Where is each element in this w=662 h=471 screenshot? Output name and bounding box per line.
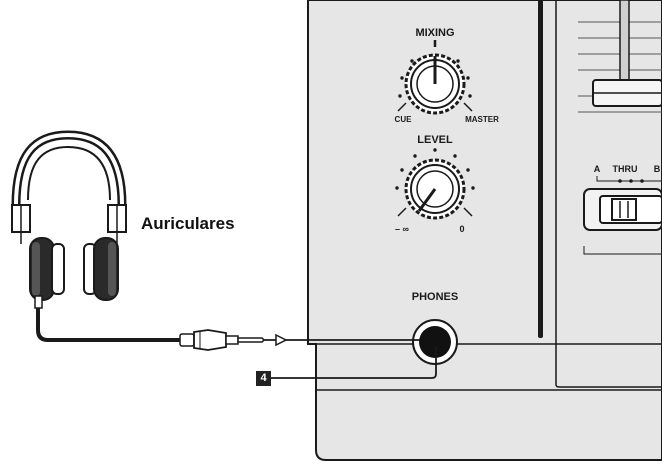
mixing-label: MIXING — [415, 27, 454, 39]
callout-badge: 4 — [256, 371, 271, 386]
mixing-knob[interactable]: MIXING CUE MASTER — [395, 27, 500, 124]
switch-label-a: A — [594, 164, 601, 174]
switch-label-b: B — [654, 164, 661, 174]
mixing-master-label: MASTER — [465, 115, 499, 124]
mixing-cue-label: CUE — [395, 115, 413, 124]
channel-fader — [578, 0, 662, 113]
phones-jack[interactable]: PHONES — [412, 291, 458, 365]
mixer-panel — [307, 0, 662, 461]
phones-label: PHONES — [412, 291, 458, 303]
headphones-label: Auriculares — [141, 214, 235, 233]
level-knob[interactable]: LEVEL – ∞ 0 — [395, 134, 475, 234]
level-min-label: – ∞ — [395, 224, 410, 234]
switch-label-thru: THRU — [613, 164, 638, 174]
headphones-icon — [11, 130, 127, 309]
crossfader-assign-switch[interactable]: A THRU B — [583, 164, 662, 255]
headphone-cable — [36, 308, 420, 351]
level-label: LEVEL — [417, 134, 453, 146]
level-max-label: 0 — [459, 224, 464, 234]
callout-line — [270, 346, 437, 379]
